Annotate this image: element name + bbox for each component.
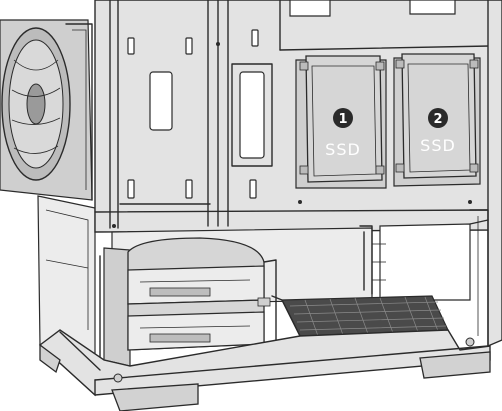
ssd-2-number: 2 <box>433 112 442 127</box>
ssd-1-number: 1 <box>338 112 347 127</box>
ssd-2-label: SSD <box>420 136 456 155</box>
mesh-vent-icon <box>271 295 449 337</box>
ssd-1-label: SSD <box>325 140 361 159</box>
case-right-frame <box>469 0 502 348</box>
ssd-bay-2: 2 SSD <box>393 53 481 187</box>
ssd-2-badge <box>428 108 448 128</box>
ssd-1-badge <box>333 108 353 128</box>
case-feet <box>39 343 491 411</box>
hdd-cage-icon <box>99 237 277 367</box>
ssd-bay-1: 1 SSD <box>295 55 387 189</box>
cable-cutout-center <box>239 71 265 159</box>
cable-cutout-left <box>149 71 173 131</box>
case-base <box>38 329 491 396</box>
case-fan-icon <box>0 19 93 201</box>
